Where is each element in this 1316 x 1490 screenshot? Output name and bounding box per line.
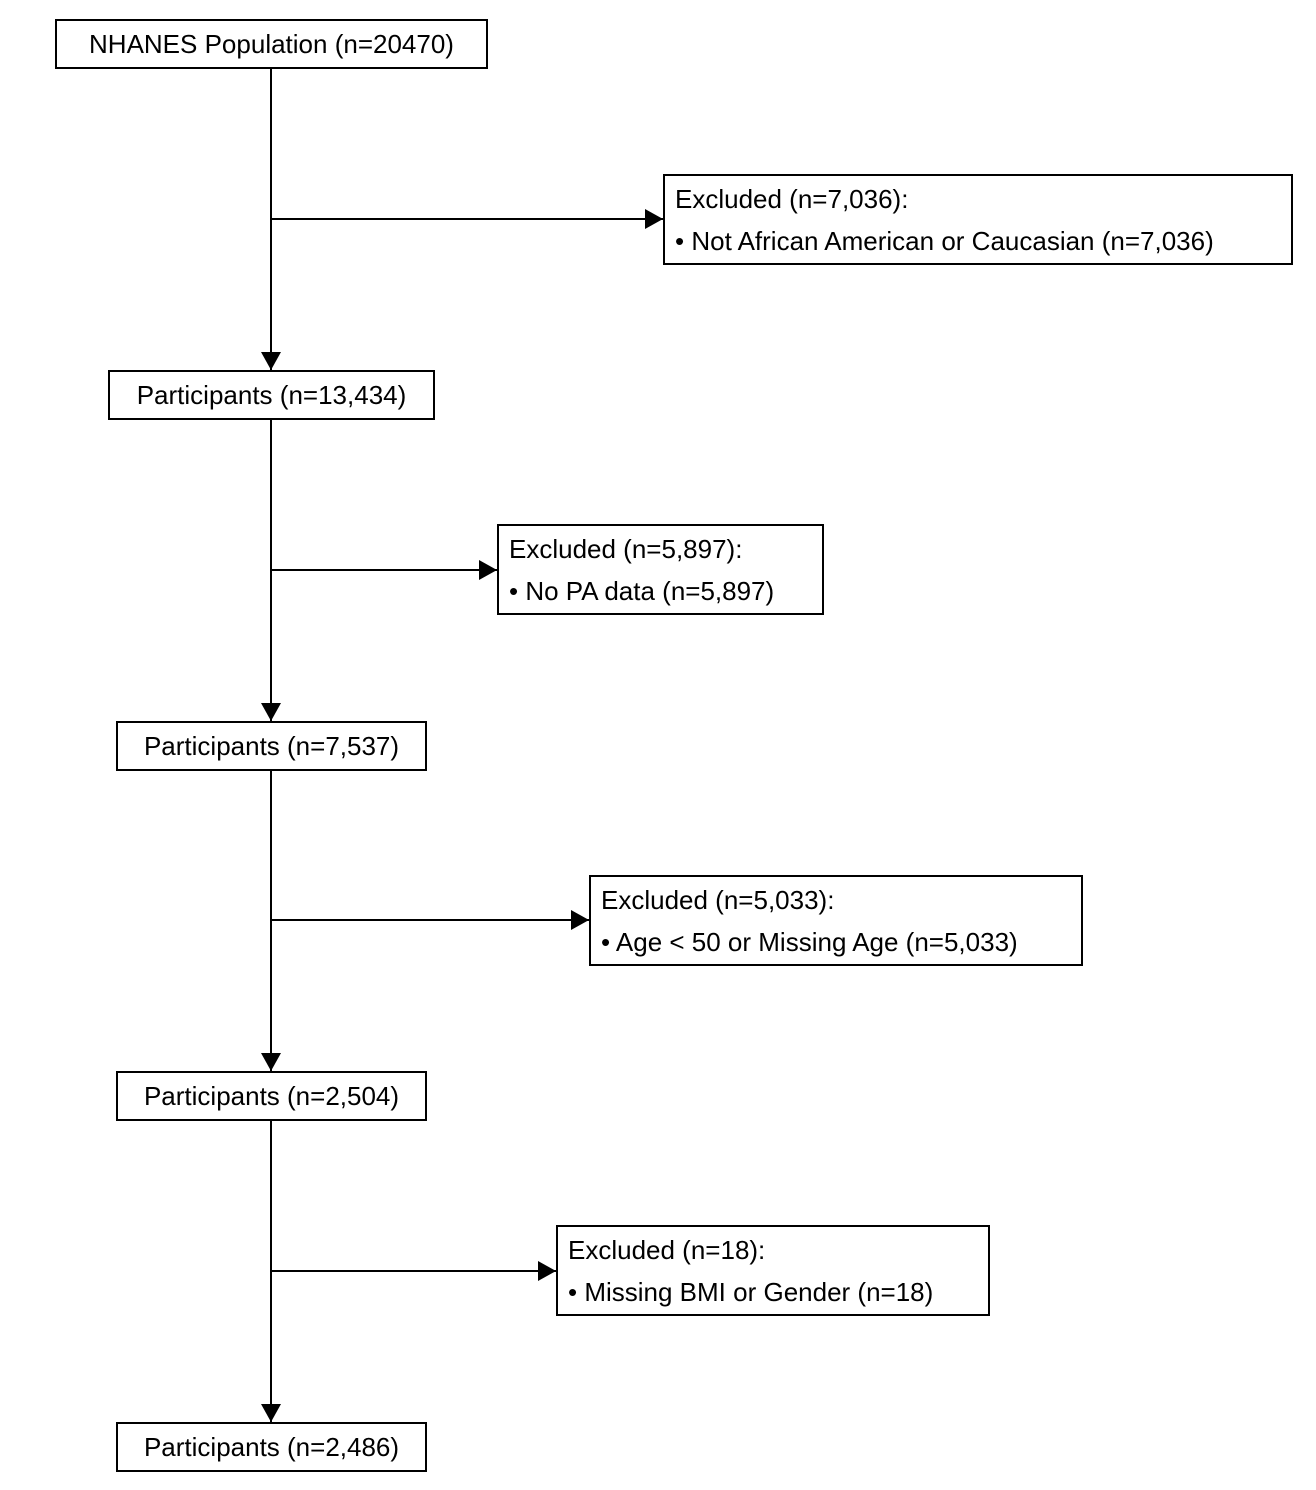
exclusion-title-2: Excluded (n=5,897): — [509, 534, 743, 564]
population-label: NHANES Population (n=20470) — [89, 29, 454, 59]
participants-label-final: Participants (n=2,486) — [143, 1432, 400, 1462]
participants-box-2: Participants (n=7,537) — [116, 721, 427, 771]
participants-box-3: Participants (n=2,504) — [116, 1071, 427, 1121]
exclusion-reason-3: • Age < 50 or Missing Age (n=5,033) — [601, 927, 1018, 957]
population-box: NHANES Population (n=20470) — [55, 19, 488, 69]
exclusion-box-1: Excluded (n=7,036): • Not African Americ… — [663, 174, 1293, 265]
exclusion-title-4: Excluded (n=18): — [568, 1235, 766, 1265]
exclusion-title-3: Excluded (n=5,033): — [601, 885, 835, 915]
exclusion-reason-2: • No PA data (n=5,897) — [509, 576, 775, 606]
participants-label-1: Participants (n=13,434) — [136, 380, 407, 410]
exclusion-title-1: Excluded (n=7,036): — [675, 184, 909, 214]
participants-box-1: Participants (n=13,434) — [108, 370, 435, 420]
participants-label-3: Participants (n=2,504) — [143, 1081, 400, 1111]
participants-box-final: Participants (n=2,486) — [116, 1422, 427, 1472]
exclusion-reason-1: • Not African American or Caucasian (n=7… — [675, 226, 1214, 256]
exclusion-reason-4: • Missing BMI or Gender (n=18) — [568, 1277, 934, 1307]
participants-label-2: Participants (n=7,537) — [143, 731, 400, 761]
exclusion-box-4: Excluded (n=18): • Missing BMI or Gender… — [556, 1225, 990, 1316]
exclusion-box-3: Excluded (n=5,033): • Age < 50 or Missin… — [589, 875, 1083, 966]
exclusion-box-2: Excluded (n=5,897): • No PA data (n=5,89… — [497, 524, 824, 615]
